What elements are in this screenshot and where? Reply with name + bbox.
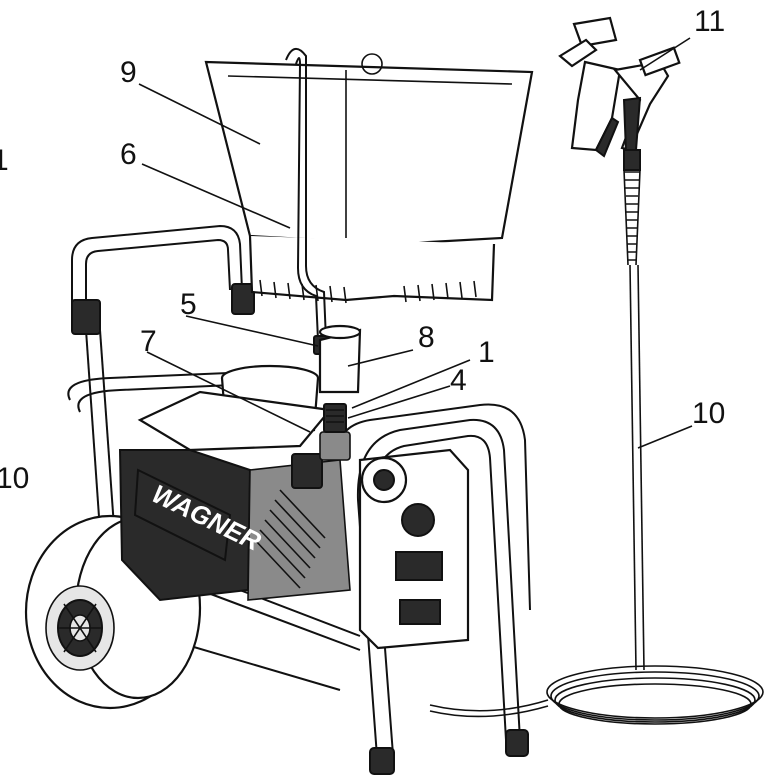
label-11: 11 — [694, 5, 725, 38]
suction-parts — [313, 324, 362, 394]
label-10-left: 10 — [0, 462, 29, 495]
label-6: 6 — [120, 138, 137, 171]
label-7: 7 — [140, 325, 157, 358]
label-1-left: 1 — [0, 144, 9, 177]
hose-coil — [429, 665, 764, 725]
callout-labels: 9 6 5 8 7 1 4 11 10 1 10 — [0, 5, 725, 495]
label-9: 9 — [120, 56, 137, 89]
label-4: 4 — [450, 364, 467, 397]
motor-unit: WAGNER — [118, 390, 470, 650]
hose — [629, 264, 645, 671]
cart-frame — [67, 224, 531, 775]
label-10-right: 10 — [692, 397, 725, 430]
label-5: 5 — [180, 288, 197, 321]
spray-gun-icon — [558, 16, 681, 266]
leader-lines — [138, 37, 693, 449]
label-8: 8 — [418, 321, 435, 354]
label-1-right: 1 — [478, 336, 495, 369]
hopper — [204, 48, 534, 341]
